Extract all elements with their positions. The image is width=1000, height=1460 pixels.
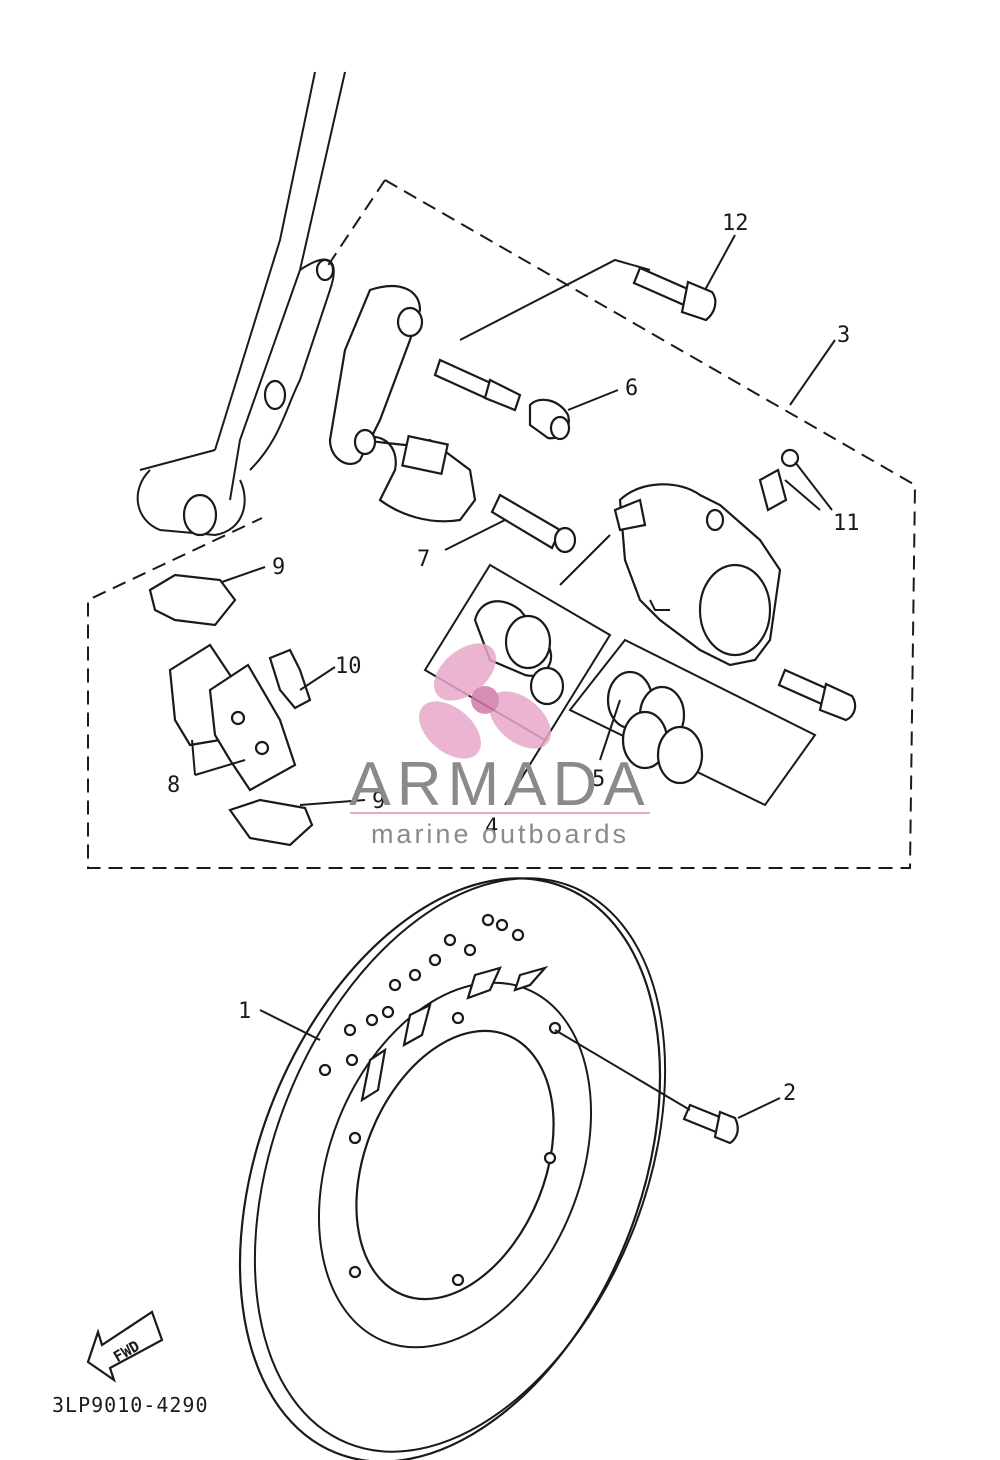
watermark-tagline: marine outboards	[371, 819, 629, 849]
pad-support-upper	[148, 573, 237, 627]
diagram-code: 3LP9010-4290	[52, 1393, 209, 1417]
forward-arrow-icon: FWD	[86, 1310, 164, 1383]
callout-3: 3	[837, 323, 850, 348]
boot-part	[528, 398, 571, 441]
front-fork-leg	[136, 71, 346, 537]
brake-pads	[168, 643, 297, 792]
seal-kit	[568, 638, 817, 807]
callout-6: 6	[625, 376, 638, 401]
callout-1: 1	[238, 999, 251, 1024]
callout-7: 7	[417, 547, 430, 572]
leader-lines	[191, 234, 836, 1119]
callout-9-upper: 9	[272, 555, 285, 580]
callout-9-lower: 9	[372, 789, 385, 814]
watermark-name: ARMADA	[349, 750, 650, 819]
bleed-screw-part	[758, 448, 800, 512]
caliper-bracket	[328, 285, 477, 523]
armada-logo-icon	[419, 643, 551, 759]
callout-8: 8	[167, 773, 180, 798]
disc-bolt-part	[682, 1103, 739, 1145]
brake-disc	[238, 877, 667, 1460]
slide-pin-lower	[490, 493, 577, 554]
callout-12: 12	[722, 211, 749, 236]
callout-2: 2	[783, 1081, 796, 1106]
caliper-assembly-outline	[87, 179, 917, 869]
caliper-body	[613, 483, 782, 667]
bolt-12-part	[632, 266, 717, 322]
callout-4: 4	[485, 815, 498, 840]
callout-5: 5	[592, 767, 605, 792]
callout-11: 11	[833, 511, 860, 536]
callout-10: 10	[335, 654, 362, 679]
pad-support-lower	[228, 798, 314, 847]
caliper-bolt-lower	[777, 668, 857, 722]
pad-clip	[268, 648, 312, 710]
slide-pin-upper	[433, 358, 522, 412]
